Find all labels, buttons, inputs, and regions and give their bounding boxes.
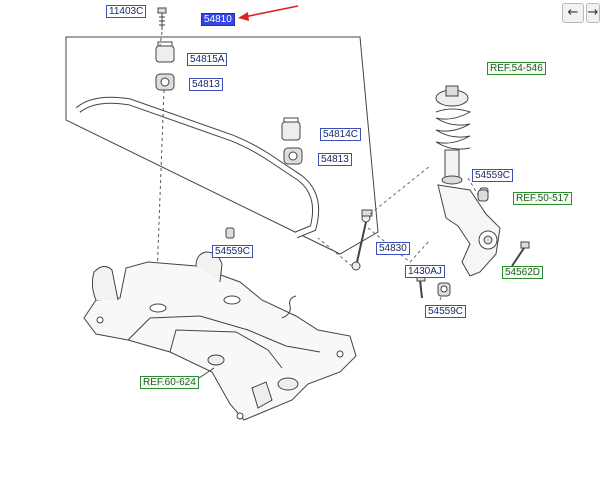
bolt-54562D-drawing: [511, 241, 530, 267]
part-label-54814C[interactable]: 54814C: [320, 128, 362, 141]
part-label-54810[interactable]: 54810: [201, 13, 235, 26]
subframe-drawing: [83, 251, 357, 421]
bushing-54814C-drawing: [281, 117, 301, 141]
nut-54559C-bottom-drawing: [437, 282, 451, 297]
ref-label-60-624[interactable]: REF.60-624: [140, 376, 199, 389]
part-label-11403C[interactable]: 11403C: [106, 5, 147, 18]
stabilizer-bar-drawing: [75, 96, 320, 239]
nut-54559C-left-drawing: [225, 227, 235, 239]
bolt-1430AJ-drawing: [416, 275, 426, 299]
bushing-54813-right-drawing: [283, 147, 303, 165]
part-label-54813-right[interactable]: 54813: [318, 153, 352, 166]
bushing-54815A-drawing: [155, 41, 175, 63]
nut-54559C-right-drawing: [477, 189, 489, 202]
ref-label-50-517[interactable]: REF.50-517: [513, 192, 572, 205]
part-label-54559C-bottom[interactable]: 54559C: [425, 305, 467, 318]
strut-assembly-drawing: [435, 85, 472, 185]
back-arrow-icon[interactable]: ←: [562, 3, 584, 23]
ref-label-54-546[interactable]: REF.54-546: [487, 62, 546, 75]
stabilizer-link-drawing: [351, 209, 373, 271]
part-label-54815A[interactable]: 54815A: [187, 53, 228, 66]
forward-arrow-icon[interactable]: →: [586, 3, 600, 23]
part-label-54813-top[interactable]: 54813: [189, 78, 223, 91]
part-label-54559C-left[interactable]: 54559C: [212, 245, 254, 258]
part-label-54562D[interactable]: 54562D: [502, 266, 544, 279]
part-label-54830[interactable]: 54830: [376, 242, 410, 255]
steering-knuckle-drawing: [437, 184, 501, 277]
bushing-54813-top-drawing: [155, 73, 175, 91]
part-label-1430AJ[interactable]: 1430AJ: [405, 265, 445, 278]
highlight-arrow: [238, 5, 299, 21]
part-label-54559C-right[interactable]: 54559C: [472, 169, 514, 182]
assembly-frame: [65, 36, 379, 255]
bolt-11403C-drawing: [157, 7, 167, 30]
